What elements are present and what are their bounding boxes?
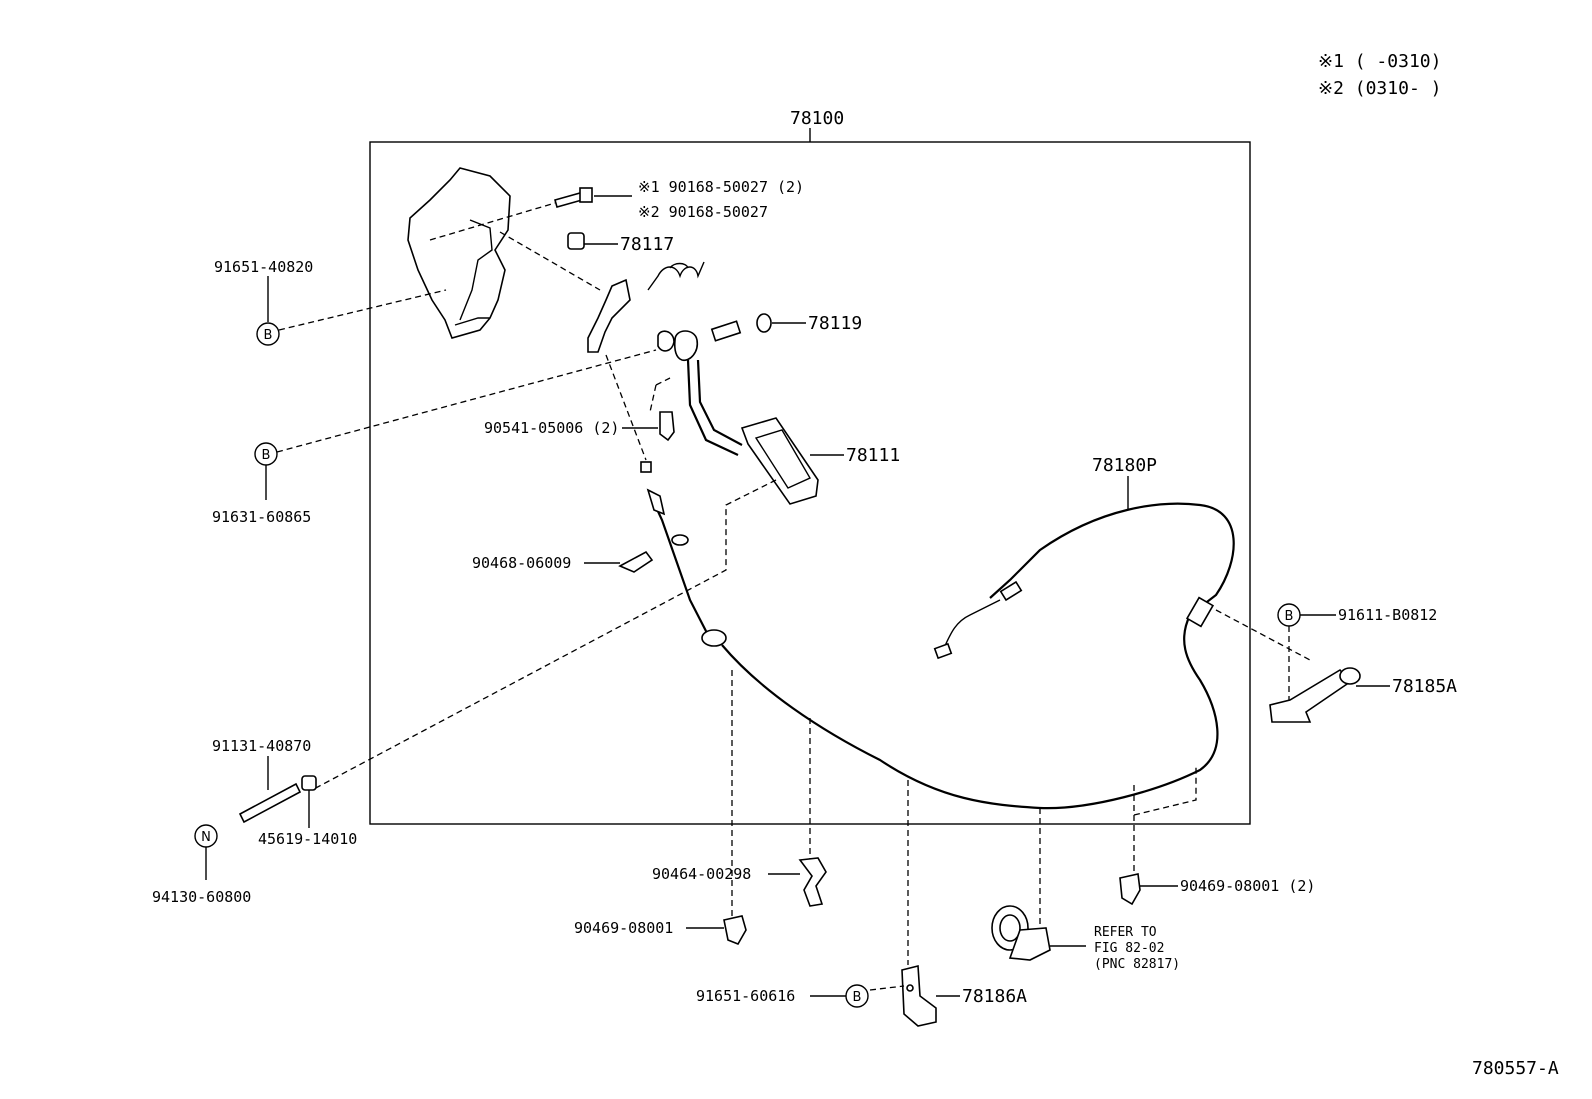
callout-91131: 91131-40870 [212, 737, 311, 755]
callout-bolt-1: ※1 90168-50027 (2) [638, 178, 804, 196]
accelerator-cable-78180P [721, 502, 1235, 810]
callout-78180P: 78180P [1092, 455, 1157, 476]
b-symbol-3-text: B [1285, 609, 1294, 624]
pedal-pad-78111-part [740, 417, 819, 505]
pin-part [710, 320, 742, 342]
clip-90469-b-part [1119, 873, 1141, 906]
bracket-78186A-part [901, 964, 937, 1027]
dash-stopper-2 [655, 377, 671, 386]
callout-90469-a: 90469-08001 [574, 919, 673, 937]
pedal-arm-part [657, 330, 743, 456]
dash-cable-end [605, 354, 647, 461]
callout-78185A: 78185A [1392, 676, 1457, 697]
dash-lever [499, 231, 601, 291]
callout-91611: 91611-B0812 [1338, 606, 1437, 624]
b-symbol-1 [256, 322, 280, 346]
callout-90464: 90464-00298 [652, 865, 751, 883]
callout-90468: 90468-06009 [472, 554, 571, 572]
b-symbol-2-text: B [262, 448, 271, 463]
callout-78119: 78119 [808, 313, 862, 334]
note-1: ※1 ( -0310) [1318, 51, 1441, 72]
dash-b4 [869, 985, 905, 991]
callout-45619: 45619-14010 [258, 830, 357, 848]
throttle-lever-part [587, 278, 631, 353]
stopper-90541-part [659, 411, 675, 442]
figure-id: 780557-A [1472, 1058, 1559, 1079]
dash-b1 [278, 289, 447, 331]
cable-end-part [640, 461, 709, 636]
callout-91631-60865: 91631-60865 [212, 508, 311, 526]
bolt-90168-part [554, 187, 593, 208]
note-2: ※2 (0310- ) [1318, 78, 1441, 99]
dash-78185A [1215, 609, 1311, 661]
dash-b2 [276, 349, 657, 453]
dash-clip-5 [1133, 765, 1197, 816]
pedal-bracket-part [407, 167, 511, 339]
return-spring-part [647, 261, 705, 291]
clip-90464-part [798, 857, 827, 907]
stud-91131-part [238, 782, 302, 824]
callout-78111: 78111 [846, 445, 900, 466]
callout-91651-40820: 91651-40820 [214, 258, 313, 276]
callout-78117: 78117 [620, 234, 674, 255]
callout-78186A: 78186A [962, 986, 1027, 1007]
callout-90469-b: 90469-08001 (2) [1180, 877, 1315, 895]
dash-pedal-stud [311, 479, 777, 791]
refer-line-3: (PNC 82817) [1094, 957, 1180, 972]
n-symbol-text: N [201, 830, 211, 845]
cable-bracket-78185A-part [1269, 667, 1361, 723]
refer-line-1: REFER TO [1094, 925, 1157, 940]
callout-bolt-2: ※2 90168-50027 [638, 203, 768, 221]
nut-78117-part [567, 232, 585, 250]
refer-line-2: FIG 82-02 [1094, 941, 1164, 956]
cable-clamp-part [991, 905, 1051, 961]
callout-94130: 94130-60800 [152, 888, 251, 906]
b-symbol-1-text: B [264, 328, 273, 343]
callout-91651-60616: 91651-60616 [696, 987, 795, 1005]
clip-90468-part [618, 550, 654, 573]
clip-90469-a-part [723, 915, 747, 946]
nut-45619-part [301, 775, 317, 791]
grommet-part [701, 629, 727, 647]
assembly-number: 78100 [790, 108, 844, 129]
bushing-78119-part [756, 313, 772, 333]
dash-stopper [649, 384, 657, 413]
b-symbol-4-text: B [853, 990, 862, 1005]
callout-90541: 90541-05006 (2) [484, 419, 619, 437]
dash-bolt [429, 202, 556, 241]
